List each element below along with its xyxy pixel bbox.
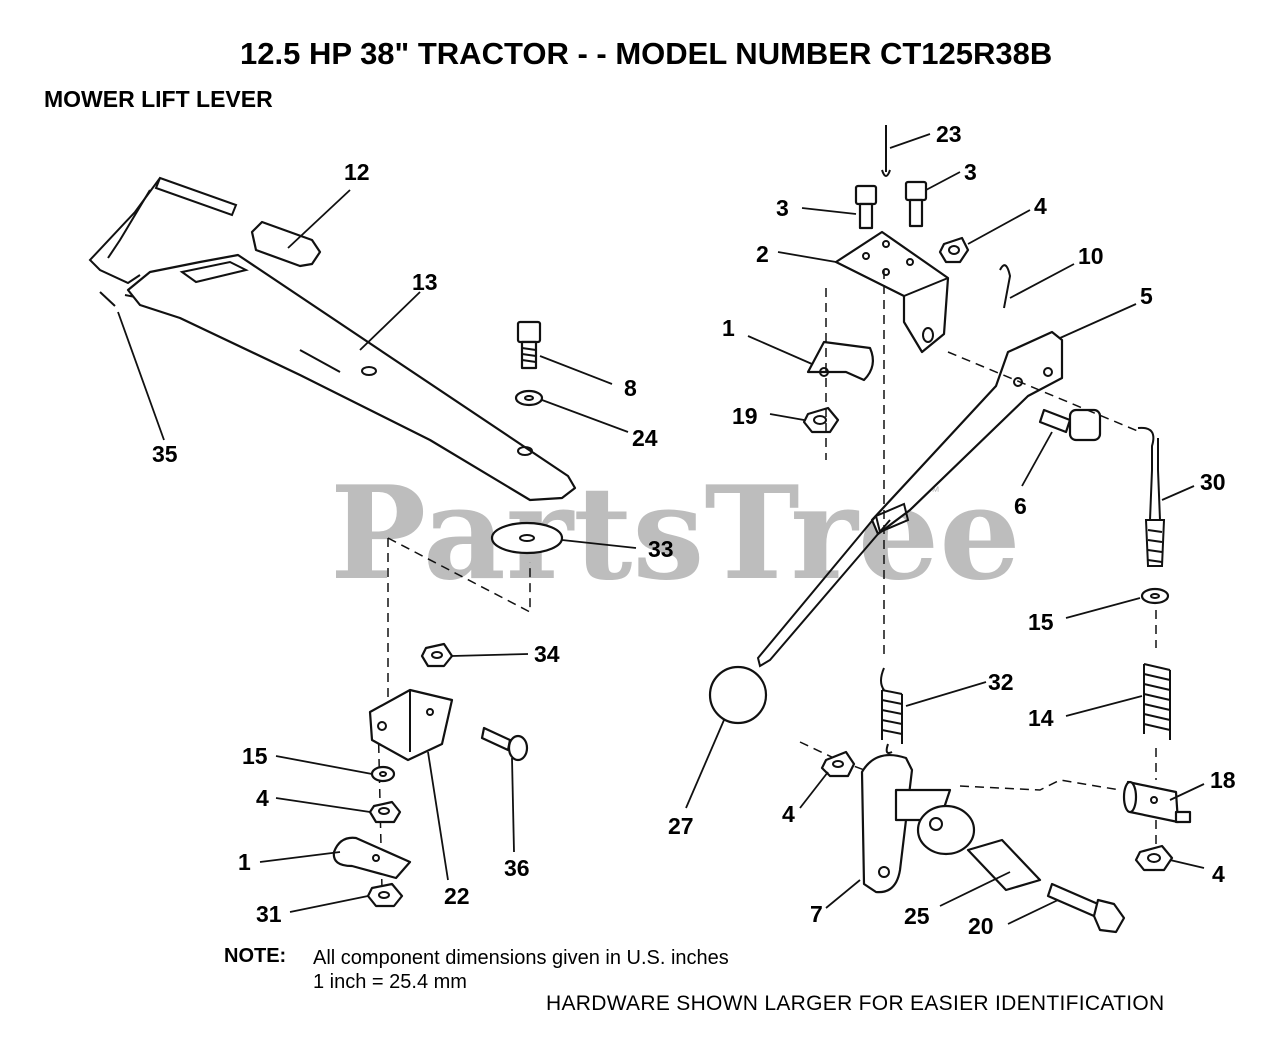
spring-32 [880,667,903,754]
washer-33 [490,521,564,555]
callout-22: 22 [444,883,470,909]
nut-31 [366,882,404,908]
callout-4-lower-right: 4 [1212,861,1225,887]
callout-7: 7 [810,901,823,927]
bolt-3-left [854,184,878,230]
callout-18: 18 [1210,767,1236,793]
callout-33: 33 [648,536,674,562]
rod-35 [99,291,116,307]
cotter-pin-10 [999,264,1012,309]
lift-arm-5 [756,330,1064,668]
page-title: 12.5 HP 38" TRACTOR - - MODEL NUMBER CT1… [240,36,1052,71]
callout-15-left: 15 [242,743,268,769]
callout-36: 36 [504,855,530,881]
knob-27 [708,665,768,725]
callout-labels: 12 13 35 8 24 33 34 15 4 1 31 22 36 23 3… [152,121,1236,939]
washer-15-right [1140,587,1170,605]
cotter-pin-23 [881,125,891,177]
callout-15-right: 15 [1028,609,1054,635]
callout-34: 34 [534,641,560,667]
callout-10: 10 [1078,243,1104,269]
callout-13: 13 [412,269,438,295]
washer-15-left [370,765,396,783]
nut-34 [420,642,454,668]
callout-5: 5 [1140,283,1153,309]
callout-32: 32 [988,669,1014,695]
spring-14 [1143,663,1171,740]
note-dimensions: All component dimensions given in U.S. i… [313,947,729,969]
callout-24: 24 [632,425,658,451]
bellcrank-7 [860,754,976,894]
callout-23: 23 [936,121,962,147]
callout-12: 12 [344,159,370,185]
callout-14: 14 [1028,705,1054,731]
nut-4-top [938,236,970,264]
callout-35: 35 [152,441,178,467]
lever-bar-13 [126,253,577,502]
nut-19 [802,406,840,434]
pin-18 [1122,780,1192,824]
callout-1-left: 1 [238,849,251,875]
callout-3-right: 3 [964,159,977,185]
nut-4-lower-left [820,750,856,778]
callout-6: 6 [1014,493,1027,519]
spacer-25 [966,838,1042,892]
clip-1-right [806,340,875,382]
grip-12 [250,220,322,268]
bracket-2 [834,230,950,354]
note-conversion: 1 inch = 25.4 mm [313,971,467,993]
callout-27: 27 [668,813,694,839]
note-label: NOTE: [224,945,286,967]
callout-4-left: 4 [256,785,269,811]
bolt-6 [1038,408,1102,442]
washer-24 [514,389,544,407]
callout-8: 8 [624,375,637,401]
callout-4-top: 4 [1034,193,1047,219]
nut-4-left [368,800,402,824]
bracket-22 [368,688,454,762]
callout-1-right: 1 [722,315,735,341]
nut-4-lower-right [1134,844,1174,872]
bolt-20 [1046,882,1126,934]
callout-31: 31 [256,901,282,927]
bolt-8 [516,320,542,370]
bolt-36 [480,726,529,762]
leader-lines [117,133,1205,925]
clip-1-left [332,836,412,880]
bolt-3-right [904,180,928,228]
callout-25: 25 [904,903,930,929]
callout-4-lower-left: 4 [782,801,795,827]
callout-30: 30 [1200,469,1226,495]
callout-3-left: 3 [776,195,789,221]
rod-30 [1137,426,1166,567]
section-title: MOWER LIFT LEVER [44,86,273,112]
callout-19: 19 [732,403,758,429]
callout-20: 20 [968,913,994,939]
callout-2: 2 [756,241,769,267]
hardware-footer-note: HARDWARE SHOWN LARGER FOR EASIER IDENTIF… [546,992,1164,1015]
